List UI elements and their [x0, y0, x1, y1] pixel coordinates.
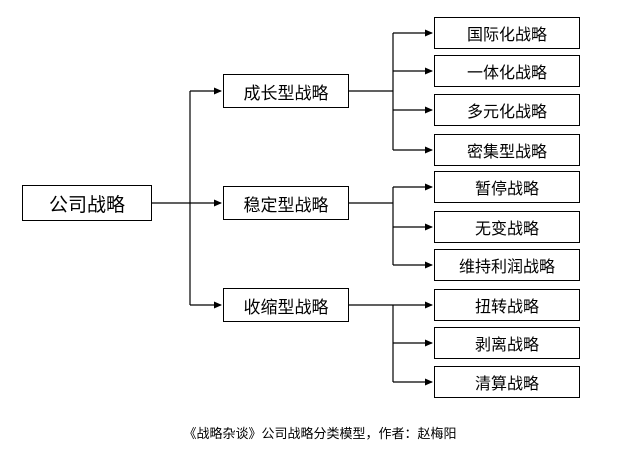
leaf-node: 无变战略	[434, 211, 580, 243]
node-stability-strategy: 稳定型战略	[223, 186, 349, 220]
leaf-node: 扭转战略	[434, 289, 580, 321]
node-retrenchment-strategy: 收缩型战略	[223, 288, 349, 322]
node-growth-strategy: 成长型战略	[223, 74, 349, 108]
leaf-node: 国际化战略	[434, 17, 580, 49]
root-node: 公司战略	[22, 185, 152, 221]
leaf-node: 清算战略	[434, 366, 580, 398]
figure-caption: 《战略杂谈》公司战略分类模型，作者：赵梅阳	[183, 427, 457, 442]
leaf-node: 密集型战略	[434, 134, 580, 166]
leaf-node: 暂停战略	[434, 171, 580, 203]
leaf-node: 维持利润战略	[434, 249, 580, 281]
leaf-node: 一体化战略	[434, 55, 580, 87]
leaf-node: 多元化战略	[434, 94, 580, 126]
leaf-node: 剥离战略	[434, 327, 580, 359]
